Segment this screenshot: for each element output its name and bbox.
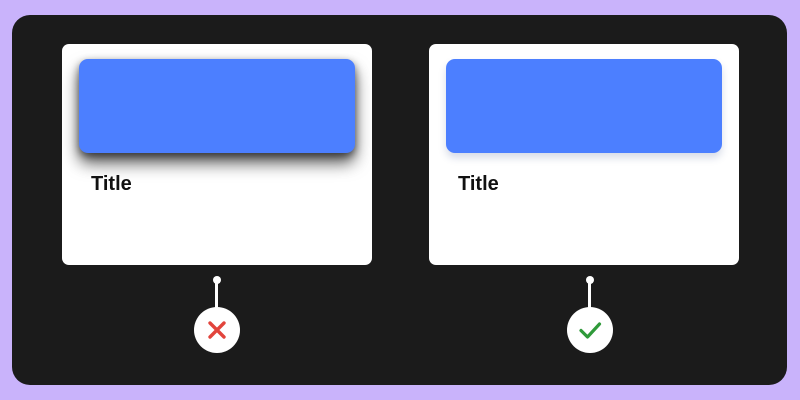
- card-title: Title: [91, 173, 132, 195]
- card-banner-heavy-shadow: [79, 59, 355, 153]
- comparison-panel: Title Title: [12, 15, 787, 385]
- connector-dot: [212, 276, 221, 284]
- status-badge-incorrect: [194, 307, 240, 353]
- cross-icon: [208, 321, 226, 339]
- card-correct-example: Title: [429, 44, 739, 265]
- card-title: Title: [458, 173, 499, 195]
- card-incorrect-example: Title: [62, 44, 372, 265]
- connector-line-right: [585, 276, 594, 314]
- status-badge-correct: [567, 307, 613, 353]
- connector-dot: [585, 276, 594, 284]
- check-icon: [579, 322, 602, 339]
- card-banner-subtle-shadow: [446, 59, 722, 153]
- connector-line-left: [212, 276, 221, 314]
